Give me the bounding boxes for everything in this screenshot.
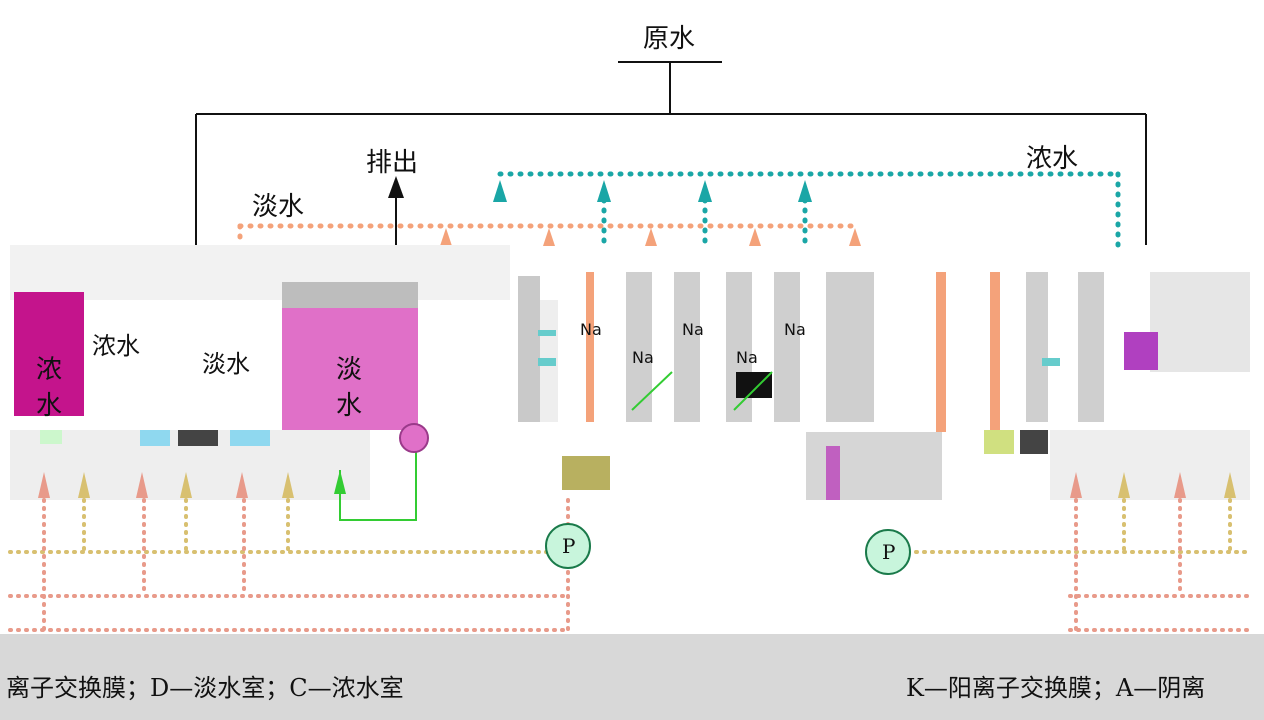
fresh-tank-label: 淡 水 — [334, 352, 364, 424]
fresh-water-label: 淡水 — [252, 192, 305, 222]
discharge-label: 排出 — [366, 148, 419, 178]
pump-right — [865, 529, 911, 575]
left-colored-chips — [40, 430, 270, 446]
pump-right-label: P — [882, 540, 896, 564]
ion-na-label-1: Na — [580, 320, 602, 339]
caption-left: 离子交换膜；D—淡水室；C—浓水室 — [6, 674, 404, 702]
fresh-tank-text: 淡 水 — [335, 355, 362, 421]
left-stack — [10, 245, 510, 500]
green-pipe — [339, 445, 417, 521]
raw-water-label: 原水 — [643, 24, 696, 54]
conc-water-label: 浓水 — [1026, 144, 1079, 174]
right-block — [1050, 430, 1250, 500]
left-fresh-side-label: 淡水 — [202, 350, 250, 378]
caption-band — [0, 634, 1264, 720]
pump-left-label: P — [562, 534, 576, 558]
center-base-slot — [826, 446, 840, 500]
conc-tank — [14, 292, 84, 416]
fresh-tank — [282, 308, 418, 430]
left-conc-side-label: 浓水 — [92, 332, 140, 360]
conc-tank-text: 浓 水 — [35, 355, 62, 421]
left-nozzle — [399, 423, 429, 453]
bottom-dotted-lines — [8, 498, 1252, 632]
fresh-tank-cap — [282, 282, 418, 308]
conc-water-arrows — [493, 180, 812, 202]
ion-na-label-4: Na — [632, 348, 654, 367]
right-chamber-arrows — [1070, 472, 1236, 498]
conc-water-header — [497, 171, 1121, 253]
membrane-stack — [518, 272, 1250, 432]
pump-left — [545, 523, 591, 569]
caption-right: K—阳离子交换膜；A—阴离 — [906, 674, 1206, 702]
right-base-chip — [984, 430, 1014, 454]
conc-tank-label: 浓 水 — [34, 352, 64, 424]
raw-water-lines — [195, 61, 1147, 245]
ion-na-label-2: Na — [682, 320, 704, 339]
ion-na-label-3: Na — [784, 320, 806, 339]
left-chamber-arrows — [38, 470, 346, 498]
right-base-chip-dark — [1020, 430, 1048, 454]
ion-arrows — [631, 371, 773, 411]
left-base-tank — [562, 456, 610, 490]
ion-na-label-5: Na — [736, 348, 758, 367]
fresh-water-header — [237, 223, 859, 249]
